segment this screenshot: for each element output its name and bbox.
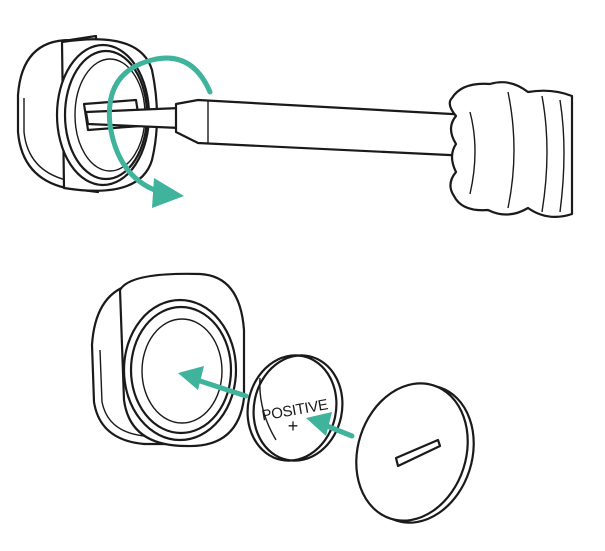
step-1-open-cover — [16, 34, 574, 219]
battery-cover-cap — [355, 382, 475, 524]
insert-arrow-icon — [178, 366, 249, 399]
rotate-arrow-icon — [106, 55, 213, 208]
battery-polarity-symbol: + — [288, 416, 299, 436]
screwdriver — [84, 81, 574, 219]
insert-arrow-icon — [306, 412, 355, 439]
coin-battery: POSITIVE + — [246, 354, 344, 462]
device-body-open — [90, 272, 246, 448]
step-2-insert-battery: POSITIVE + — [90, 272, 475, 524]
